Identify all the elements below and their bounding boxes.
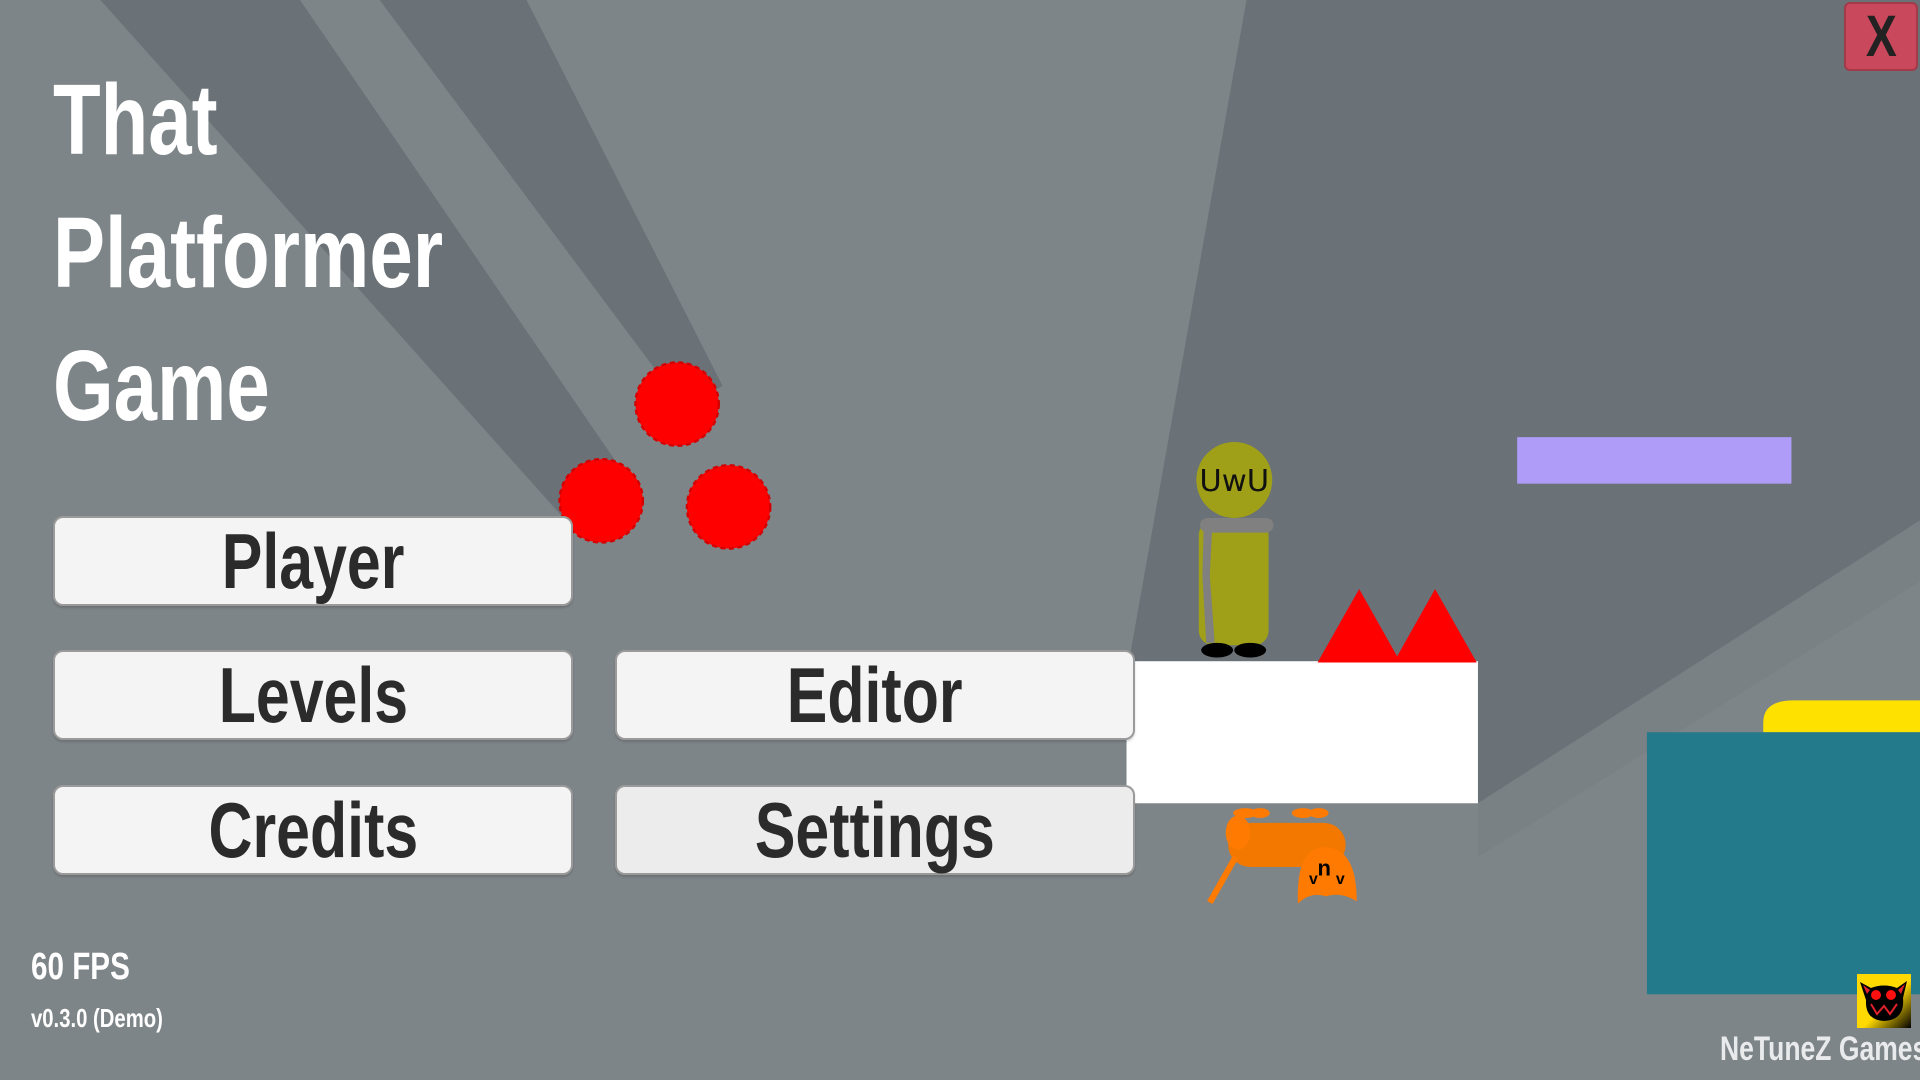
credits-button[interactable]: Credits [53,785,573,875]
levels-button-label: Levels [218,650,408,739]
studio-name: NeTuneZ Games [1720,1030,1920,1068]
spikes [1317,588,1477,663]
levels-button[interactable]: Levels [53,650,573,740]
credits-button-label: Credits [208,785,418,874]
player-button-label: Player [221,516,405,605]
teal-block [1646,732,1920,995]
version-label: v0.3.0 (Demo) [31,1003,163,1033]
editor-button[interactable]: Editor [615,650,1135,740]
shadow-region-right [1128,0,1920,804]
editor-button-label: Editor [787,650,963,739]
creature-enemy: v n v [1207,808,1357,904]
spiked-ball [685,464,772,550]
white-platform [1126,661,1478,804]
fps-counter: 60 FPS [31,946,130,988]
close-button[interactable]: X [1844,2,1918,71]
shadow-wedge-middle [379,0,723,411]
character-face: UwU [1199,464,1269,499]
spiked-ball [634,361,720,447]
hazard-blobs [558,361,772,550]
creature-eye: v [1309,871,1318,888]
title-line-1: That [53,64,218,176]
close-icon: X [1865,4,1897,69]
yellow-pad [1763,700,1920,733]
title-line-2: Platformer [53,197,444,309]
creature-mouth: n [1318,856,1331,881]
spiked-ball [558,457,645,544]
purple-block [1517,437,1792,484]
title-line-3: Game [53,330,270,442]
settings-button[interactable]: Settings [615,785,1135,875]
shadow-wedge-left [100,0,619,521]
settings-button-label: Settings [754,785,995,874]
studio-logo-icon [1857,974,1911,1028]
light-band [1477,520,1920,858]
creature-eye: v [1336,871,1345,888]
player-character: UwU [1196,442,1274,658]
player-button[interactable]: Player [53,516,573,606]
